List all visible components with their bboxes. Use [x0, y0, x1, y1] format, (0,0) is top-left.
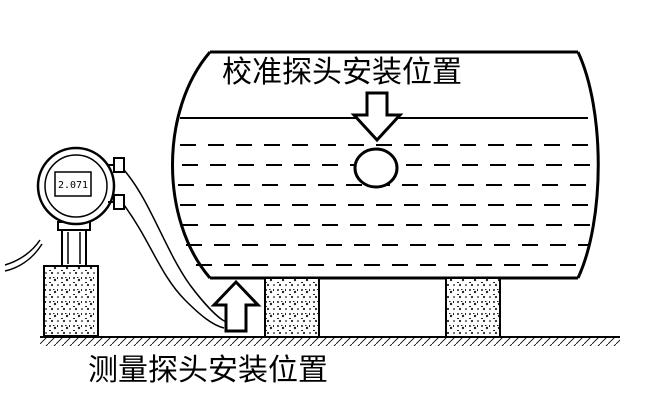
support-left: [264, 277, 320, 338]
instrument-pedestal: [43, 265, 99, 337]
support-right: [445, 277, 501, 338]
tank-supports: [264, 277, 501, 338]
calibration-probe-arrow: [350, 91, 404, 143]
measurement-probe-label: 测量探头安装位置: [88, 353, 328, 388]
measurement-probe-arrow: [210, 279, 262, 333]
display-reading: 2.071: [58, 180, 88, 191]
level-transmitter: [36, 146, 125, 267]
probe-cables: [4, 169, 227, 329]
display-window: [54, 171, 92, 197]
ground: [40, 336, 620, 346]
calibration-probe-label: 校准探头安装位置: [222, 55, 462, 90]
calibration-probe-circle: [353, 147, 399, 189]
